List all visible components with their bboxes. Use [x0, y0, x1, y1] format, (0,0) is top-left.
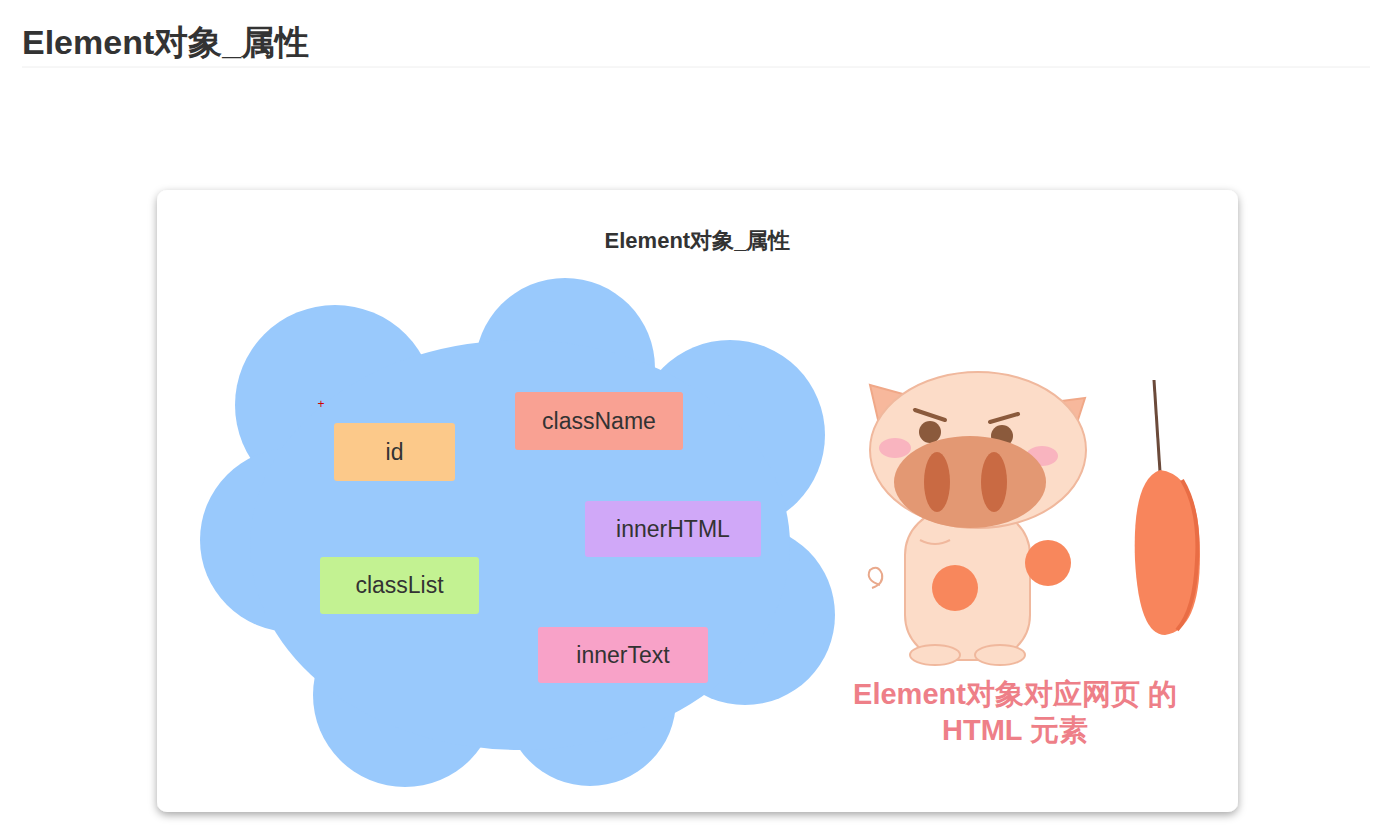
property-name: id: [386, 439, 404, 466]
property-box: innerHTML: [585, 501, 761, 557]
cursor-mark: +: [317, 397, 324, 411]
property-name: classList: [355, 572, 443, 599]
property-box: className: [515, 392, 683, 450]
property-box: innerText: [538, 627, 708, 683]
caption-text: Element对象对应网页 的 HTML 元素: [825, 676, 1205, 749]
cloud-shape: [200, 278, 835, 787]
card-background: [157, 190, 1238, 812]
pig-illustration: [869, 372, 1086, 665]
property-name: innerHTML: [616, 516, 730, 543]
property-name: innerText: [576, 642, 669, 669]
property-box: classList: [320, 557, 479, 614]
heading-rule: [22, 67, 1370, 68]
property-name: className: [542, 408, 656, 435]
page-heading: Element对象_属性: [22, 20, 309, 66]
stick-illustration: [1135, 380, 1200, 635]
property-box: id: [334, 423, 455, 481]
card-heading: Element对象_属性: [157, 226, 1238, 256]
